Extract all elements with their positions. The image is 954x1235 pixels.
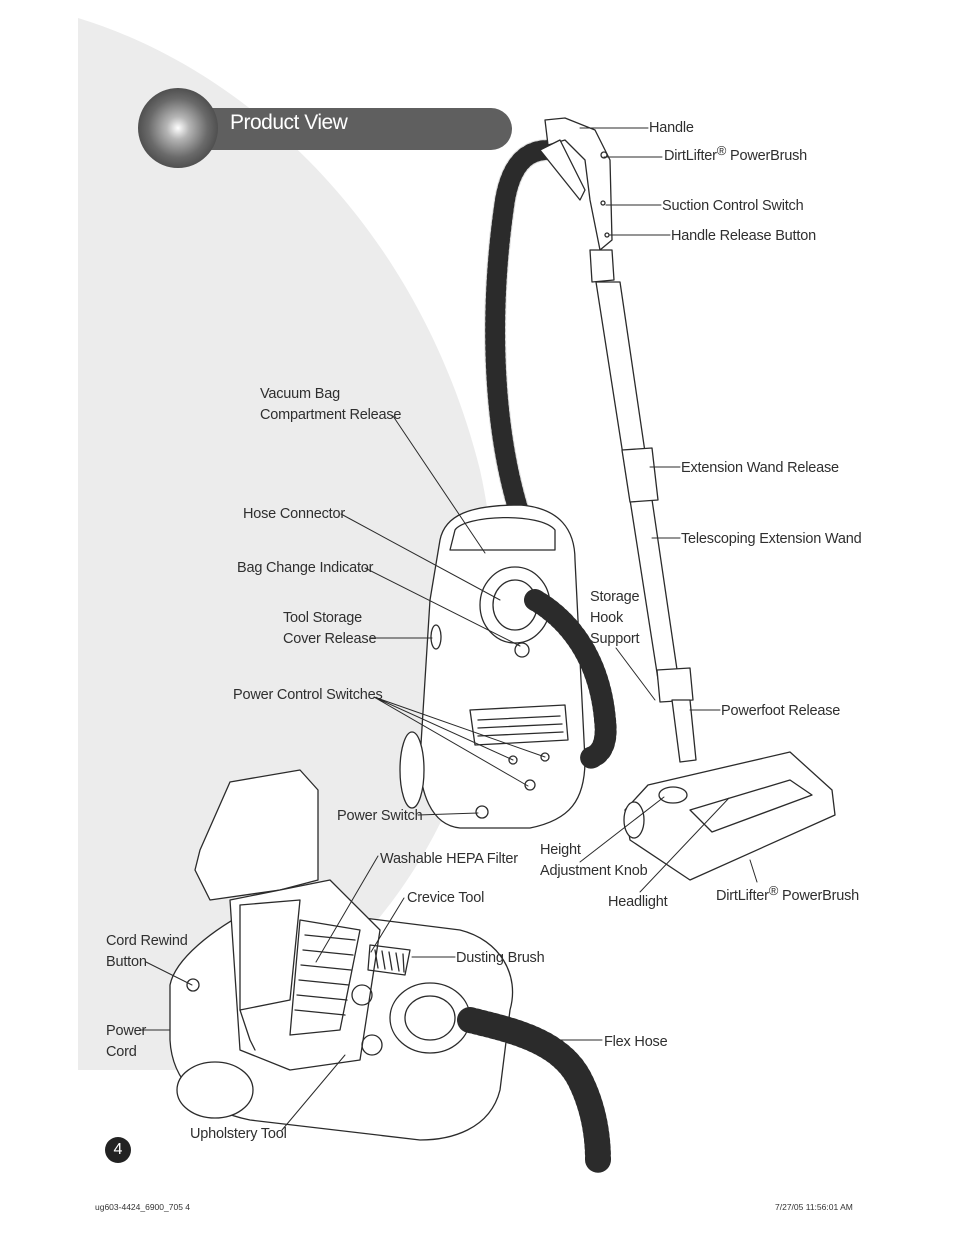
label-height-line2: Adjustment Knob	[540, 863, 648, 879]
label-extension-wand-release: Extension Wand Release	[681, 460, 839, 476]
label-cord-rewind-line2: Button	[106, 954, 147, 970]
label-handle-release-button: Handle Release Button	[671, 228, 816, 244]
label-tool-storage-line1: Tool Storage	[283, 610, 363, 626]
label-telescoping-extension-wand: Telescoping Extension Wand	[681, 531, 862, 547]
label-height-line1: Height	[540, 842, 581, 858]
registered-mark-icon: ®	[716, 143, 727, 158]
label-tool-storage-line2: Cover Release	[283, 631, 377, 647]
label-suction-control-switch: Suction Control Switch	[662, 198, 804, 214]
label-power-cord-line2: Cord	[106, 1044, 137, 1060]
label-cord-rewind-line1: Cord Rewind	[106, 933, 188, 949]
label-crevice-tool: Crevice Tool	[407, 890, 485, 906]
label-vacuum-bag-line1: Vacuum Bag	[260, 386, 340, 402]
label-dusting-brush: Dusting Brush	[456, 950, 545, 966]
label-dirtlifter-powerbrush-top: DirtLifter® PowerBrush	[664, 143, 807, 164]
label-headlight: Headlight	[608, 894, 668, 910]
page-number: 4	[105, 1137, 131, 1163]
label-storage-hook-line3: Support	[590, 631, 640, 647]
footer-left: ug603-4424_6900_705 4	[95, 1202, 191, 1212]
label-washable-hepa-filter: Washable HEPA Filter	[380, 851, 518, 867]
label-hose-connector: Hose Connector	[243, 506, 345, 522]
footer-right: 7/27/05 11:56:01 AM	[775, 1202, 853, 1212]
label-vacuum-bag-line2: Compartment Release	[260, 407, 402, 423]
label-power-control-switches: Power Control Switches	[233, 687, 383, 703]
label-storage-hook-line1: Storage	[590, 589, 640, 605]
label-power-cord-line1: Power	[106, 1023, 147, 1039]
page-title: Product View	[230, 111, 348, 134]
label-storage-hook-line2: Hook	[590, 610, 624, 626]
label-powerfoot-release: Powerfoot Release	[721, 703, 841, 719]
header-band	[178, 108, 512, 150]
label-flex-hose: Flex Hose	[604, 1034, 668, 1050]
label-dirtlifter-powerbrush-bottom: DirtLifter® PowerBrush	[716, 883, 859, 904]
label-power-switch: Power Switch	[337, 808, 423, 824]
registered-mark-icon: ®	[768, 883, 779, 898]
label-bag-change-indicator: Bag Change Indicator	[237, 560, 374, 576]
label-upholstery-tool: Upholstery Tool	[190, 1126, 287, 1142]
label-handle: Handle	[649, 120, 694, 136]
header-sphere-icon	[138, 88, 218, 168]
